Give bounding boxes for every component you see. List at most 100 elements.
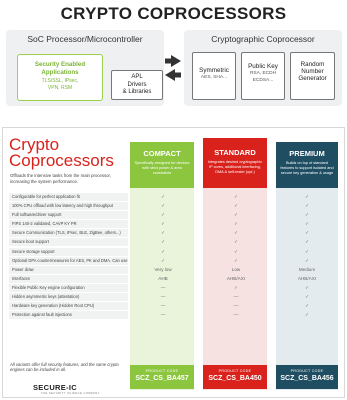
feature-label: Hidden asymmetric keys (attestation) (9, 293, 128, 302)
table-row: Configurable for perfect application fit… (9, 193, 339, 202)
checkmark-icon: ✓ (305, 248, 309, 254)
feature-value: — (233, 294, 239, 300)
public-key-sub1: RSA, ECDH (249, 71, 277, 76)
symmetric-sub: AES, SHA... (200, 75, 228, 80)
checkmark-icon: ✓ (161, 203, 165, 209)
checkmark-icon: ✓ (161, 257, 165, 263)
checkmark-icon: ✓ (234, 203, 238, 209)
bidirectional-arrows-icon (165, 55, 181, 81)
premium-desc: Builds on top of standard features to su… (280, 161, 334, 175)
compact-name: COMPACT (143, 149, 181, 158)
table-row: Flexible Public Key engine configuration… (9, 283, 339, 293)
table-row: Secure Communication (TLS, IPsec, BLE, Z… (9, 229, 339, 238)
feature-label: Interfaces (9, 274, 128, 283)
feature-label: Secure boot support (9, 238, 128, 247)
logo-tagline: THE SECURITY SCIENCE COMPANY (41, 392, 100, 395)
checkmark-icon: ✓ (161, 230, 165, 236)
symmetric-title: Symmetric (199, 67, 229, 74)
feature-label: 100% CPU offload with low latency and hi… (9, 202, 128, 211)
feature-label: Optional DPA countermeasures for AES, PK… (9, 256, 128, 265)
product-comparison-card: Crypto Coprocessors Offloads the intensi… (2, 127, 345, 398)
checkmark-icon: ✓ (305, 257, 309, 263)
premium-code-label: PRODUCT CODE (290, 369, 324, 373)
checkmark-icon: ✓ (234, 212, 238, 218)
feature-label: Secure Communication (TLS, IPsec, BLE, Z… (9, 229, 128, 238)
feature-value: — (160, 303, 166, 309)
checkmark-icon: ✓ (161, 248, 165, 254)
checkmark-icon: ✓ (161, 221, 165, 227)
feature-value: AHB/AXI (297, 275, 317, 281)
coprocessor-title: Cryptographic Coprocessor (211, 34, 315, 44)
standard-desc: Integrates desired cryptographic IP core… (207, 160, 263, 174)
rng-line2: Number (301, 68, 324, 75)
table-row: Hardware key generation (Hidden Root CPU… (9, 302, 339, 311)
checkmark-icon: ✓ (305, 312, 309, 318)
feature-value: AHB/AXI (226, 275, 246, 281)
checkmark-icon: ✓ (305, 203, 309, 209)
compact-desc: Specifically designed for devices with s… (134, 161, 190, 175)
feature-label: Power draw (9, 265, 128, 274)
coprocessor-panel: Cryptographic Coprocessor Symmetric AES,… (184, 30, 342, 106)
checkmark-icon: ✓ (161, 239, 165, 245)
compact-product-code: PRODUCT CODE SCZ_CS_BA457 (130, 365, 194, 389)
feature-value: — (160, 312, 166, 318)
rng-line1: Random (300, 61, 325, 68)
secure-ic-logo: SECURE-IC (33, 383, 77, 392)
page-title: CRYPTO COPROCESSORS (60, 4, 287, 23)
standard-product-code: PRODUCT CODE SCZ_CS_BA450 (203, 365, 267, 389)
rng-box: Random Number Generator (290, 52, 335, 100)
checkmark-icon: ✓ (305, 221, 309, 227)
card-title: Crypto Coprocessors (9, 135, 114, 170)
apl-line3: & Libraries (122, 89, 152, 95)
standard-code-label: PRODUCT CODE (218, 369, 252, 373)
apps-title-line2: Applications (41, 68, 79, 76)
feature-value: — (233, 303, 239, 309)
feature-table: Configurable for perfect application fit… (9, 193, 339, 320)
feature-label: Configurable for perfect application fit (9, 193, 128, 201)
standard-code: SCZ_CS_BA450 (208, 375, 262, 382)
feature-label: Full software/driver support (9, 211, 128, 220)
checkmark-icon: ✓ (234, 221, 238, 227)
premium-code: SCZ_CS_BA456 (280, 375, 334, 382)
checkmark-icon: ✓ (161, 194, 165, 199)
table-row: Full software/driver support✓✓✓ (9, 211, 339, 220)
apps-sub-line2: VPN, RSM (47, 84, 73, 91)
public-key-title: Public Key (248, 63, 278, 70)
card-title-line2: Coprocessors (9, 151, 114, 170)
table-row: Secure storage support✓✓✓ (9, 247, 339, 257)
card-description: Offloads the intensive tasks from the ma… (10, 173, 111, 184)
apl-drivers-box: APL Drivers & Libraries (111, 70, 163, 100)
feature-value: Medium (298, 266, 316, 272)
standard-name: STANDARD (214, 148, 256, 157)
public-key-box: Public Key RSA, ECDH ECDSA... (241, 52, 285, 100)
checkmark-icon: ✓ (305, 212, 309, 218)
apl-line1: APL (131, 74, 143, 80)
table-row: FIPS 140-2 validated, CAVP KY PR✓✓✓ (9, 220, 339, 229)
checkmark-icon: ✓ (234, 284, 238, 290)
table-row: 100% CPU offload with low latency and hi… (9, 202, 339, 211)
card-title-line1: Crypto (9, 135, 60, 154)
checkmark-icon: ✓ (234, 194, 238, 199)
table-row: Hidden asymmetric keys (attestation)——✓ (9, 293, 339, 302)
feature-value: — (160, 284, 166, 290)
public-key-sub2: ECDSA... (252, 78, 274, 83)
apps-sub-line1: TLS/SSL, IPsec, (41, 78, 79, 84)
feature-value: AHB (158, 275, 168, 281)
standard-column-header: STANDARD Integrates desired cryptographi… (203, 138, 267, 188)
checkmark-icon: ✓ (234, 257, 238, 263)
checkmark-icon: ✓ (305, 284, 309, 290)
checkmark-icon: ✓ (305, 230, 309, 236)
premium-name: PREMIUM (289, 149, 325, 158)
table-row: Optional DPA countermeasures for AES, PK… (9, 256, 339, 266)
feature-value: — (233, 312, 239, 318)
feature-label: Hardware key generation (Hidden Root CPU… (9, 302, 128, 311)
table-row: Secure boot support✓✓✓ (9, 238, 339, 247)
checkmark-icon: ✓ (234, 230, 238, 236)
checkmark-icon: ✓ (234, 248, 238, 254)
checkmark-icon: ✓ (305, 239, 309, 245)
soc-title: SoC Processor/Microcontroller (27, 34, 143, 44)
apl-line2: Drivers (127, 81, 147, 88)
feature-value: — (160, 294, 166, 300)
table-row: Protection against fault injections——✓ (9, 311, 339, 320)
